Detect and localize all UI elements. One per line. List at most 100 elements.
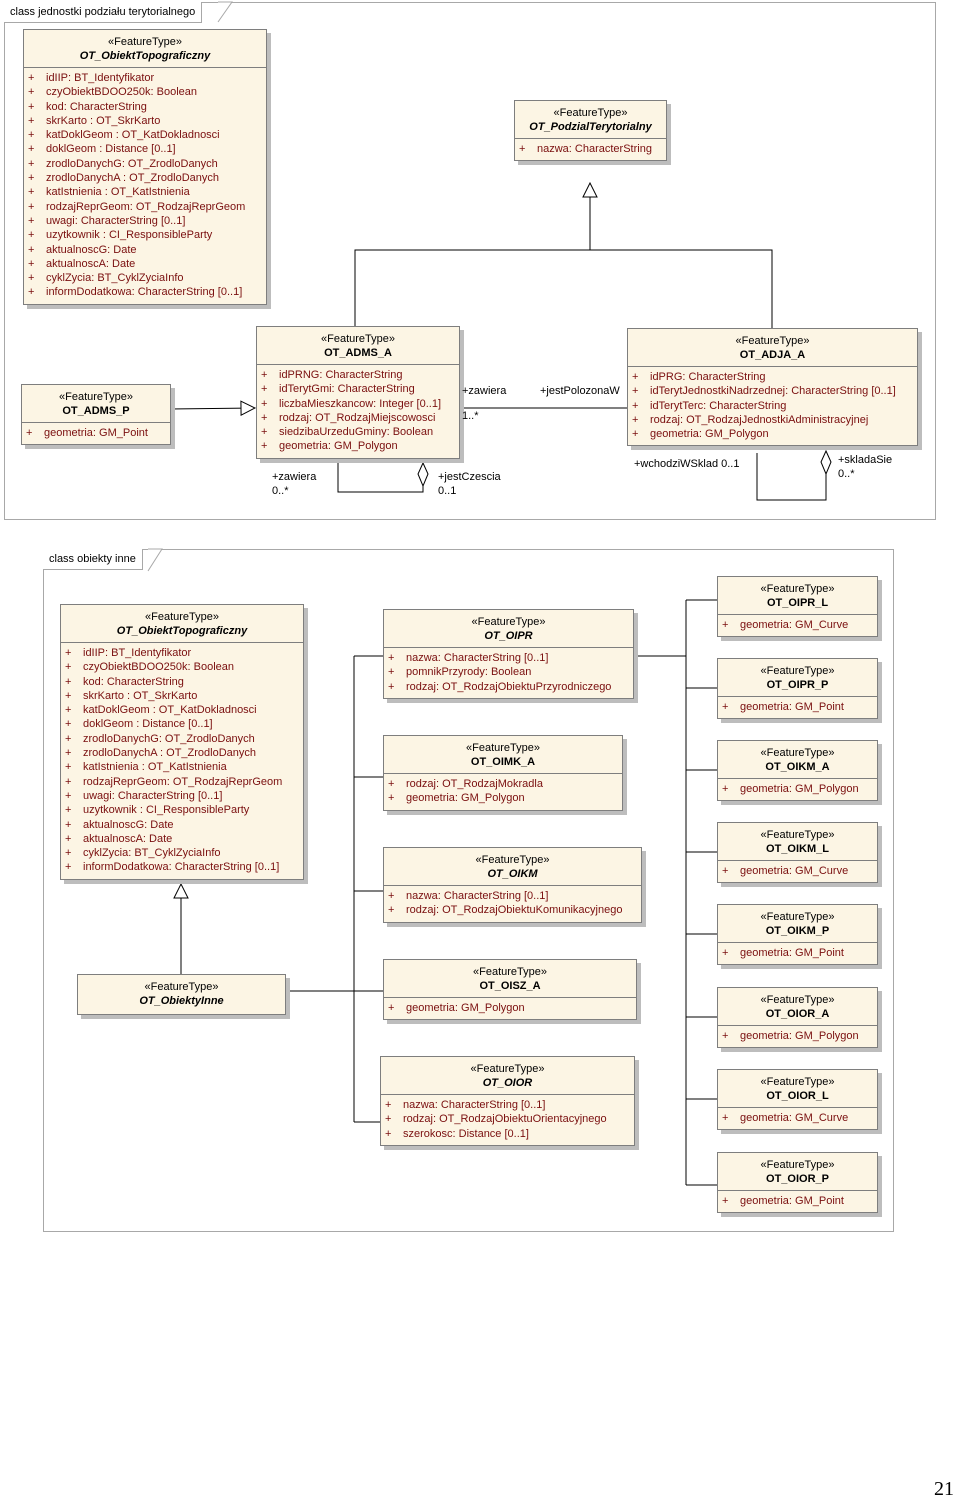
attribute-text: geometria: GM_Polygon (279, 440, 398, 453)
class-ot-oikm-a[interactable]: «FeatureType» OT_OIKM_A +geometria: GM_P… (717, 740, 878, 802)
visibility-marker: + (261, 369, 268, 381)
class-header: «FeatureType» OT_OIKM_L (718, 823, 877, 861)
class-ot-obiekty-inne[interactable]: «FeatureType» OT_ObiektyInne (77, 974, 286, 1015)
class-ot-oipr[interactable]: «FeatureType» OT_OIPR +nazwa: CharacterS… (383, 609, 634, 699)
class-ot-oior[interactable]: «FeatureType» OT_OIOR +nazwa: CharacterS… (380, 1056, 635, 1146)
attribute-row: +rodzaj: OT_RodzajObiektuKomunikacyjnego (384, 903, 641, 917)
attribute-list: +nazwa: CharacterString [0..1]+rodzaj: O… (381, 1095, 634, 1145)
attribute-row: +uwagi: CharacterString [0..1] (61, 789, 303, 803)
class-stereotype: «FeatureType» (760, 665, 835, 677)
attribute-text: doklGeom : Distance [0..1] (83, 718, 213, 731)
attribute-text: katDoklGeom : OT_KatDokladnosci (83, 704, 257, 717)
visibility-marker: + (28, 272, 35, 285)
class-header: «FeatureType» OT_ADJA_A (628, 329, 917, 367)
class-name: OT_OIOR (482, 1077, 533, 1089)
class-ot-obiekt-topograficzny[interactable]: «FeatureType» OT_ObiektTopograficzny +id… (23, 29, 267, 305)
class-ot-oior-l[interactable]: «FeatureType» OT_OIOR_L +geometria: GM_C… (717, 1069, 878, 1131)
attribute-row: + nazwa: CharacterString [0..1] (384, 651, 633, 665)
class-stereotype: «FeatureType» (760, 911, 835, 923)
attribute-text: nazwa: CharacterString [0..1] (403, 1099, 546, 1111)
class-header: «FeatureType» OT_OIPR_L (718, 577, 877, 615)
attribute-text: idTerytJednostkiNadrzednej: CharacterStr… (650, 385, 896, 398)
visibility-marker: + (388, 652, 395, 664)
attribute-row: +idIIP: BT_Identyfikator (24, 71, 266, 85)
class-ot-oikm-p[interactable]: «FeatureType» OT_OIKM_P +geometria: GM_P… (717, 904, 878, 966)
class-header: «FeatureType» OT_OIOR_A (718, 988, 877, 1026)
attribute-row: +rodzaj: OT_RodzajObiektuPrzyrodniczego (384, 680, 633, 694)
attribute-text: rodzaj: OT_RodzajMokradla (406, 778, 543, 790)
attribute-row: +geometria: GM_Polygon (257, 439, 459, 453)
class-ot-oikm-l[interactable]: «FeatureType» OT_OIKM_L +geometria: GM_C… (717, 822, 878, 884)
attribute-text: kod: CharacterString (83, 675, 184, 688)
class-ot-obiekt-topograficzny-2[interactable]: «FeatureType» OT_ObiektTopograficzny +id… (60, 604, 304, 880)
attribute-text: czyObiektBDOO250k: Boolean (83, 661, 235, 674)
attribute-text: idPRNG: CharacterString (279, 369, 403, 381)
attribute-row: +doklGeom : Distance [0..1] (24, 142, 266, 156)
class-stereotype: «FeatureType» (760, 1159, 835, 1171)
attribute-text: nazwa: CharacterString [0..1] (406, 890, 549, 902)
class-name: OT_ADJA_A (739, 349, 806, 361)
visibility-marker: + (28, 100, 35, 113)
class-ot-adms-p[interactable]: «FeatureType» OT_ADMS_P +geometria: GM_P… (21, 384, 171, 446)
self-aggregation-adms-a (337, 463, 424, 493)
class-ot-oior-a[interactable]: «FeatureType» OT_OIOR_A +geometria: GM_P… (717, 987, 878, 1049)
class-ot-adja-a[interactable]: «FeatureType» OT_ADJA_A +idPRG: Characte… (627, 328, 918, 447)
class-header: «FeatureType» OT_OIMK_A (384, 736, 622, 774)
visibility-marker: + (632, 371, 639, 383)
attribute-row: + cyklZycia: BT_CyklZyciaInfo (24, 271, 266, 285)
attribute-row: +geometria: GM_Polygon (718, 782, 877, 796)
attribute-row: + geometria: GM_Polygon (628, 427, 917, 441)
attribute-list: +geometria: GM_Curve (718, 1108, 877, 1129)
class-ot-podzial-terytorialny[interactable]: «FeatureType» OT_PodzialTerytorialny +na… (514, 100, 667, 162)
visibility-marker: + (385, 1099, 392, 1111)
multiplicity-label: 1..* (462, 410, 479, 422)
attribute-row: +geometria: GM_Point (22, 426, 170, 440)
class-name: OT_ObiektTopograficzny (79, 50, 211, 62)
attribute-list: +geometria: GM_Point (718, 697, 877, 718)
attribute-text: cyklZycia: BT_CyklZyciaInfo (46, 272, 184, 285)
class-ot-oisz-a[interactable]: «FeatureType» OT_OISZ_A +geometria: GM_P… (383, 959, 637, 1021)
attribute-text: geometria: GM_Curve (740, 1112, 849, 1124)
role-label: +jestPolozonaW (540, 385, 620, 397)
attribute-text: aktualnoscG: Date (83, 818, 174, 831)
class-stereotype: «FeatureType» (760, 747, 835, 759)
gen-adms-p-to-adms-a (169, 408, 255, 409)
class-ot-adms-a[interactable]: «FeatureType» OT_ADMS_A +idPRNG: Charact… (256, 326, 460, 459)
class-name: OT_OIKM_A (765, 761, 830, 773)
attribute-text: nazwa: CharacterString [0..1] (406, 652, 549, 664)
attribute-text: geometria: GM_Point (740, 701, 844, 713)
attribute-text: pomnikPrzyrody: Boolean (406, 666, 532, 679)
class-name: OT_ADMS_P (62, 405, 130, 417)
class-ot-oipr-l[interactable]: «FeatureType» OT_OIPR_L +geometria: GM_C… (717, 576, 878, 638)
class-ot-oimk-a[interactable]: «FeatureType» OT_OIMK_A +rodzaj: OT_Rodz… (383, 735, 623, 811)
page-number: 21 (934, 1478, 954, 1500)
attribute-row: + kod: CharacterString (24, 100, 266, 114)
attribute-row: +aktualnoscG: Date (61, 818, 303, 832)
visibility-marker: + (65, 732, 72, 745)
attribute-text: geometria: GM_Polygon (650, 428, 769, 441)
attribute-text: czyObiektBDOO250k: Boolean (46, 86, 198, 99)
role-label: +zawiera (272, 471, 317, 483)
visibility-marker: + (26, 427, 33, 439)
class-stereotype: «FeatureType» (466, 742, 540, 754)
visibility-marker: + (65, 847, 72, 860)
attribute-row: +uzytkownik : CI_ResponsibleParty (24, 228, 266, 242)
visibility-marker: + (632, 385, 639, 398)
attribute-list: +rodzaj: OT_RodzajMokradla+geometria: GM… (384, 774, 622, 810)
class-ot-oipr-p[interactable]: «FeatureType» OT_OIPR_P +geometria: GM_P… (717, 658, 878, 720)
attribute-text: rodzajReprGeom: OT_RodzajReprGeom (83, 775, 283, 788)
attribute-row: +rodzaj: OT_RodzajJednostkiAdministracyj… (628, 413, 917, 427)
visibility-marker: + (28, 186, 35, 199)
visibility-marker: + (632, 428, 639, 441)
attribute-row: +idTerytGmi: CharacterString (257, 382, 459, 396)
attribute-row: +doklGeom : Distance [0..1] (61, 717, 303, 731)
visibility-marker: + (261, 397, 268, 410)
class-ot-oior-p[interactable]: «FeatureType» OT_OIOR_P +geometria: GM_P… (717, 1152, 878, 1214)
attribute-list: +nazwa: CharacterString (515, 139, 666, 160)
attribute-text: kod: CharacterString (46, 100, 147, 113)
diagram-title-jednostki: class jednostki podziału terytorialnego (4, 2, 203, 23)
class-ot-oikm[interactable]: «FeatureType» OT_OIKM +nazwa: CharacterS… (383, 847, 642, 923)
visibility-marker: + (28, 129, 35, 142)
attribute-row: +uwagi: CharacterString [0..1] (24, 214, 266, 228)
attribute-row: +aktualnoscG: Date (24, 243, 266, 257)
